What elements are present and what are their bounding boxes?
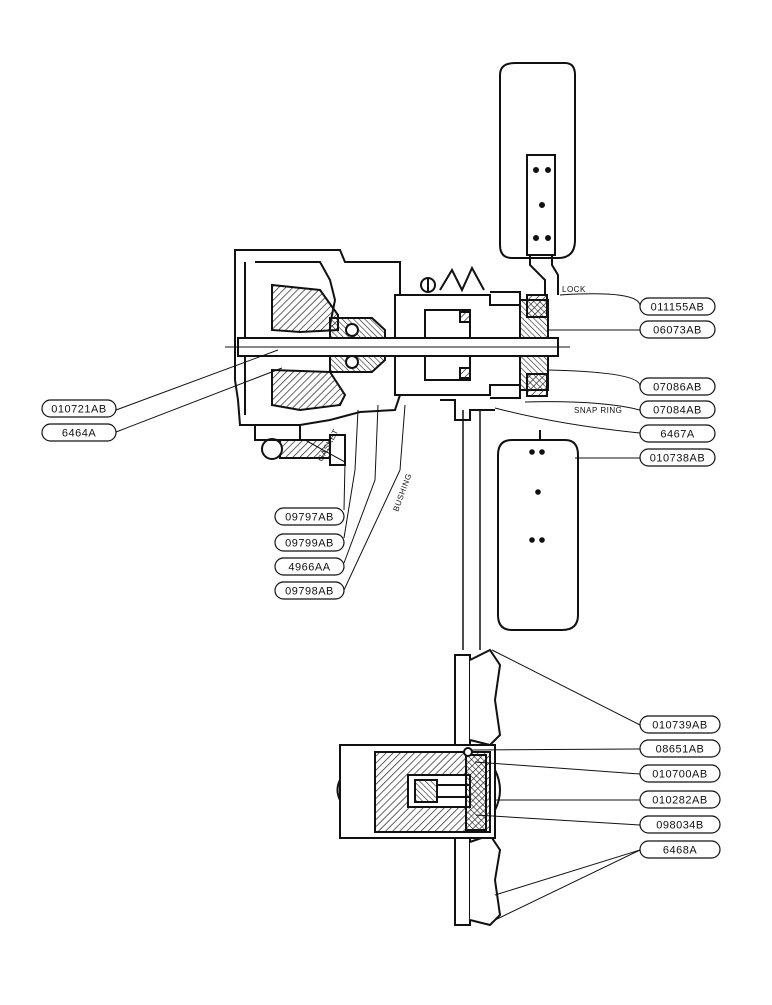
svg-text:6468A: 6468A bbox=[663, 845, 697, 857]
fan-blade-upper bbox=[499, 62, 576, 295]
callout-010739AB: 010739AB bbox=[639, 715, 721, 734]
svg-text:010721AB: 010721AB bbox=[51, 404, 106, 416]
svg-text:6467A: 6467A bbox=[660, 429, 694, 441]
callout-010700AB: 010700AB bbox=[639, 764, 721, 783]
callout-011155AB: 011155AB bbox=[639, 297, 716, 316]
callout-09797AB: 09797AB bbox=[274, 507, 345, 526]
pump-housing bbox=[225, 249, 570, 650]
callout-6464A: 6464A bbox=[41, 423, 117, 442]
svg-text:06073AB: 06073AB bbox=[653, 325, 702, 337]
part-callouts: 010721AB 6464A 09797AB 09799AB 4966AA 09… bbox=[41, 297, 721, 859]
svg-text:6464A: 6464A bbox=[62, 428, 96, 440]
svg-text:098034B: 098034B bbox=[656, 820, 704, 832]
svg-text:010700AB: 010700AB bbox=[652, 769, 707, 781]
fan-blade-lower bbox=[497, 430, 579, 631]
svg-text:08651AB: 08651AB bbox=[656, 744, 705, 756]
callout-06073AB: 06073AB bbox=[639, 320, 716, 339]
callout-010282AB: 010282AB bbox=[639, 790, 721, 809]
svg-text:010282AB: 010282AB bbox=[652, 795, 707, 807]
callout-6468A: 6468A bbox=[639, 840, 721, 859]
svg-text:09797AB: 09797AB bbox=[285, 512, 334, 524]
note-snap-ring: SNAP RING bbox=[574, 406, 622, 415]
callout-07084AB: 07084AB bbox=[639, 400, 716, 419]
callout-4966AA: 4966AA bbox=[274, 557, 345, 576]
svg-text:010739AB: 010739AB bbox=[652, 720, 707, 732]
svg-text:07084AB: 07084AB bbox=[653, 405, 702, 417]
callout-6467A: 6467A bbox=[639, 424, 716, 443]
svg-text:09798AB: 09798AB bbox=[285, 586, 334, 598]
callout-010738AB: 010738AB bbox=[639, 448, 716, 467]
svg-text:4966AA: 4966AA bbox=[288, 562, 330, 574]
callout-098034B: 098034B bbox=[639, 815, 721, 834]
svg-text:07086AB: 07086AB bbox=[653, 382, 702, 394]
crank-pulley-assembly bbox=[336, 648, 502, 927]
note-lock: LOCK bbox=[562, 285, 586, 294]
callout-09799AB: 09799AB bbox=[274, 533, 345, 552]
note-bushing: BUSHING bbox=[391, 472, 413, 513]
svg-text:010738AB: 010738AB bbox=[650, 453, 705, 465]
callout-010721AB: 010721AB bbox=[41, 399, 117, 418]
svg-text:011155AB: 011155AB bbox=[651, 302, 705, 314]
leader-lines bbox=[115, 293, 641, 921]
callout-07086AB: 07086AB bbox=[639, 377, 716, 396]
callout-08651AB: 08651AB bbox=[639, 739, 721, 758]
svg-text:09799AB: 09799AB bbox=[285, 538, 334, 550]
callout-09798AB: 09798AB bbox=[274, 581, 345, 600]
